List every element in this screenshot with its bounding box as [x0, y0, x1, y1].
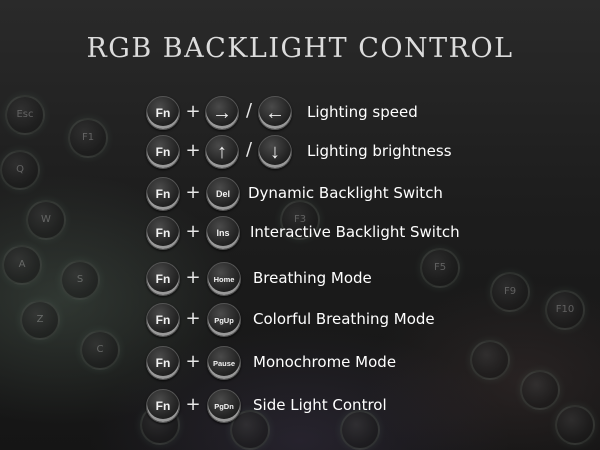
- background-key: [555, 405, 595, 445]
- fn-key: Fn: [146, 346, 180, 380]
- down-arrow-key: ↓: [258, 135, 292, 169]
- plus-sign: +: [185, 140, 201, 161]
- plus-sign: +: [185, 351, 201, 372]
- background-key: [470, 340, 510, 380]
- fn-key: Fn: [146, 135, 180, 169]
- up-arrow-key: ↑: [205, 135, 239, 169]
- background-key: Esc: [5, 95, 45, 135]
- ins-key: Ins: [206, 216, 240, 250]
- fn-key: Fn: [146, 216, 180, 250]
- shortcut-row-lighting-brightness: Fn + ↑ / ↓ Lighting brightness: [0, 135, 600, 169]
- background-key: Z: [20, 300, 60, 340]
- plus-sign: +: [185, 394, 201, 415]
- background-key: W: [26, 200, 66, 240]
- background-key: F10: [545, 290, 585, 330]
- shortcut-label: Lighting speed: [307, 103, 418, 121]
- shortcut-row-colorful-breathing: Fn + PgUp Colorful Breathing Mode: [0, 303, 600, 337]
- background-key: C: [80, 330, 120, 370]
- left-arrow-key: ←: [258, 96, 292, 130]
- page-title: RGB BACKLIGHT CONTROL: [86, 33, 514, 64]
- shortcut-label: Monochrome Mode: [253, 353, 397, 371]
- background-key: F5: [420, 248, 460, 288]
- shortcut-label: Side Light Control: [253, 396, 387, 414]
- background-key: F9: [490, 272, 530, 312]
- pause-key: Pause: [207, 346, 241, 380]
- fn-key: Fn: [146, 177, 180, 211]
- fn-key: Fn: [146, 303, 180, 337]
- background-key: F1: [68, 118, 108, 158]
- plus-sign: +: [185, 308, 201, 329]
- separator-slash: /: [245, 139, 253, 160]
- shortcut-row-breathing-mode: Fn + Home Breathing Mode: [0, 262, 600, 296]
- shortcut-row-monochrome: Fn + Pause Monochrome Mode: [0, 346, 600, 380]
- pgdn-key: PgDn: [207, 389, 241, 423]
- pgup-key: PgUp: [207, 303, 241, 337]
- right-arrow-key: →: [205, 96, 239, 130]
- plus-sign: +: [185, 182, 201, 203]
- fn-key: Fn: [146, 389, 180, 423]
- del-key: Del: [206, 177, 240, 211]
- background-key: Q: [0, 150, 40, 190]
- shortcut-label: Breathing Mode: [253, 269, 372, 287]
- shortcut-label: Colorful Breathing Mode: [253, 310, 435, 328]
- background-key: [520, 370, 560, 410]
- shortcut-label: Interactive Backlight Switch: [250, 223, 460, 241]
- shortcut-row-dynamic-backlight: Fn + Del Dynamic Backlight Switch: [0, 177, 600, 211]
- separator-slash: /: [245, 100, 253, 121]
- background-key: S: [60, 260, 100, 300]
- fn-key: Fn: [146, 96, 180, 130]
- shortcut-label: Lighting brightness: [307, 142, 452, 160]
- shortcut-row-side-light: Fn + PgDn Side Light Control: [0, 389, 600, 423]
- shortcut-row-interactive-backlight: Fn + Ins Interactive Backlight Switch: [0, 216, 600, 250]
- shortcut-row-lighting-speed: Fn + → / ← Lighting speed: [0, 96, 600, 130]
- background-key: [340, 410, 380, 450]
- plus-sign: +: [185, 267, 201, 288]
- plus-sign: +: [185, 101, 201, 122]
- home-key: Home: [207, 262, 241, 296]
- shortcut-label: Dynamic Backlight Switch: [248, 184, 443, 202]
- plus-sign: +: [185, 221, 201, 242]
- background-key: F3: [280, 200, 320, 240]
- fn-key: Fn: [146, 262, 180, 296]
- background-key: A: [2, 245, 42, 285]
